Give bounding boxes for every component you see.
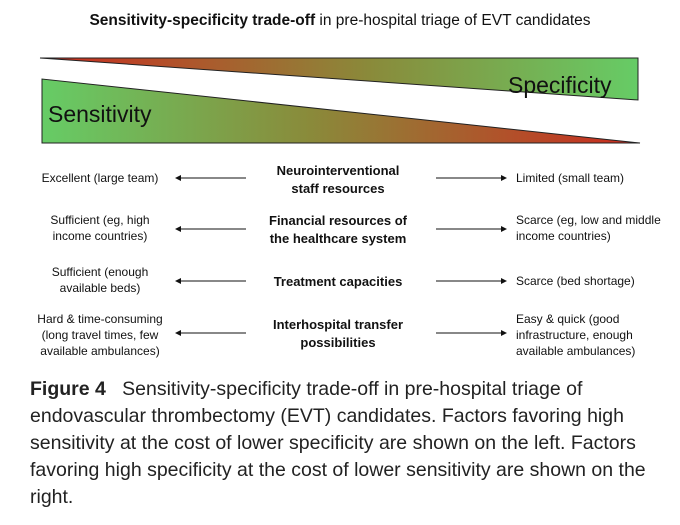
specificity-label: Specificity <box>508 72 612 98</box>
row-1-left: Excellent (large team) <box>41 171 159 185</box>
row-1-right: Limited (small team) <box>516 171 625 185</box>
title-bold: Sensitivity-specificity trade-off <box>89 12 316 29</box>
caption-text: Sensitivity-specificity trade-off in pre… <box>30 378 646 508</box>
row-3-right: Scarce (bed shortage) <box>516 274 635 288</box>
figure-number: Figure 4 <box>30 378 106 400</box>
row-4-left: Hard & time-consuming (long travel times… <box>37 312 163 358</box>
title-rest: in pre-hospital triage of EVT candidates <box>315 12 591 29</box>
sensitivity-wedge <box>41 78 641 144</box>
row-3-left: Sufficient (enough available beds) <box>51 265 149 295</box>
row-2-left: Sufficient (eg, high income countries) <box>50 213 150 243</box>
row-2-center: Financial resources of the healthcare sy… <box>269 213 407 246</box>
row-4-center: Interhospital transfer possibilities <box>272 317 404 350</box>
row-2-right: Scarce (eg, low and middle income countr… <box>516 213 661 243</box>
row-4-right: Easy & quick (good infrastructure, enoug… <box>516 312 636 358</box>
row-3-center: Treatment capacities <box>273 274 403 289</box>
tradeoff-wedges <box>39 57 641 144</box>
specificity-wedge <box>39 57 639 101</box>
figure-caption: Figure 4 Sensitivity-specificity trade-o… <box>30 376 670 511</box>
diagram-title: Sensitivity-specificity trade-off in pre… <box>0 12 680 30</box>
sensitivity-label: Sensitivity <box>48 101 152 127</box>
row-1-center: Neurointerventional staff resources <box>276 163 400 196</box>
